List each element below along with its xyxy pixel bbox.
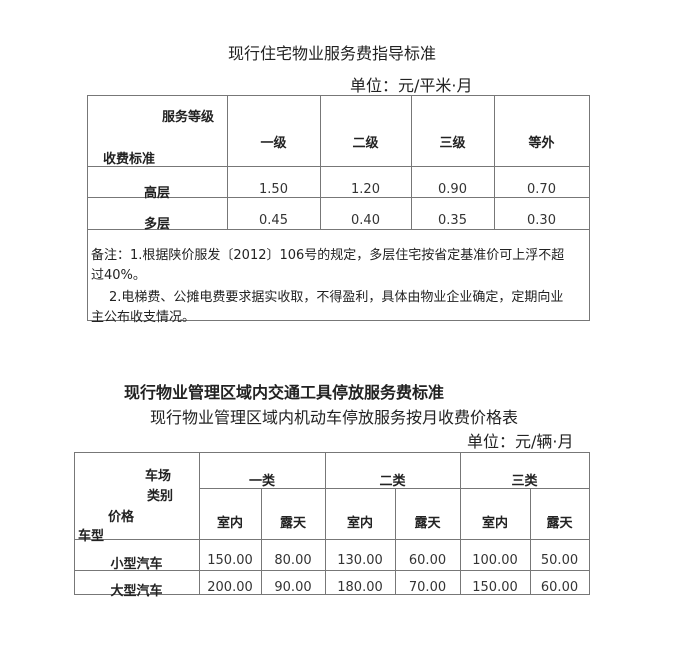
group-header: 二类 [379, 474, 406, 489]
subcolumn-header: 露天 [414, 516, 441, 531]
cell: 0.30 [527, 213, 556, 228]
corner-header-fee: 收费标准 [103, 152, 156, 167]
cell: 70.00 [408, 580, 447, 595]
column-header: 等外 [528, 136, 555, 151]
group-header: 三类 [511, 474, 538, 489]
subcolumn-header: 露天 [546, 516, 573, 531]
row-label: 大型汽车 [110, 584, 163, 599]
cell: 90.00 [274, 580, 312, 595]
note-line: 主公布收支情况。 [91, 310, 196, 325]
subcolumn-header: 室内 [216, 516, 243, 531]
subcolumn-header: 露天 [279, 516, 306, 531]
cell: 0.45 [259, 213, 288, 228]
cell: 60.00 [408, 553, 447, 568]
cell: 200.00 [207, 580, 253, 595]
column-header: 二级 [352, 136, 379, 151]
subcolumn-header: 室内 [481, 516, 508, 531]
table1-title: 现行住宅物业服务费指导标准 [228, 44, 437, 63]
row-label: 小型汽车 [110, 557, 163, 572]
cell: 100.00 [472, 553, 518, 568]
cell: 1.50 [259, 182, 288, 197]
corner-label: 车型 [78, 529, 105, 544]
corner-label: 类别 [147, 489, 174, 504]
corner-label: 价格 [108, 510, 135, 525]
cell: 180.00 [337, 580, 383, 595]
cell: 150.00 [207, 553, 253, 568]
cell: 50.00 [540, 553, 579, 568]
cell: 0.70 [527, 182, 556, 197]
table2-title: 现行物业管理区域内机动车停放服务按月收费价格表 [150, 408, 519, 427]
cell: 150.00 [472, 580, 518, 595]
column-header: 一级 [260, 136, 287, 151]
row-label: 高层 [143, 186, 170, 201]
note-line: 过40%。 [91, 268, 146, 283]
table1-unit: 单位：元/平米·月 [350, 76, 473, 95]
column-header: 三级 [439, 136, 466, 151]
table2-unit: 单位：元/辆·月 [467, 432, 574, 451]
cell: 0.35 [438, 213, 467, 228]
group-header: 一类 [248, 474, 275, 489]
section-heading: 现行物业管理区域内交通工具停放服务费标准 [124, 383, 445, 402]
cell: 80.00 [274, 553, 312, 568]
cell: 0.90 [438, 182, 467, 197]
note-line: 2.电梯费、公摊电费要求据实收取，不得盈利，具体由物业企业确定，定期向业 [109, 290, 564, 305]
note-line: 备注：1.根据陕价服发〔2012〕106号的规定，多层住宅按省定基准价可上浮不超 [91, 248, 565, 263]
subcolumn-header: 室内 [346, 516, 373, 531]
corner-header-grade: 服务等级 [162, 110, 215, 125]
cell: 1.20 [351, 182, 380, 197]
cell: 130.00 [337, 553, 383, 568]
corner-label: 车场 [145, 469, 172, 484]
row-label: 多层 [143, 217, 170, 232]
cell: 0.40 [351, 213, 380, 228]
cell: 60.00 [540, 580, 579, 595]
